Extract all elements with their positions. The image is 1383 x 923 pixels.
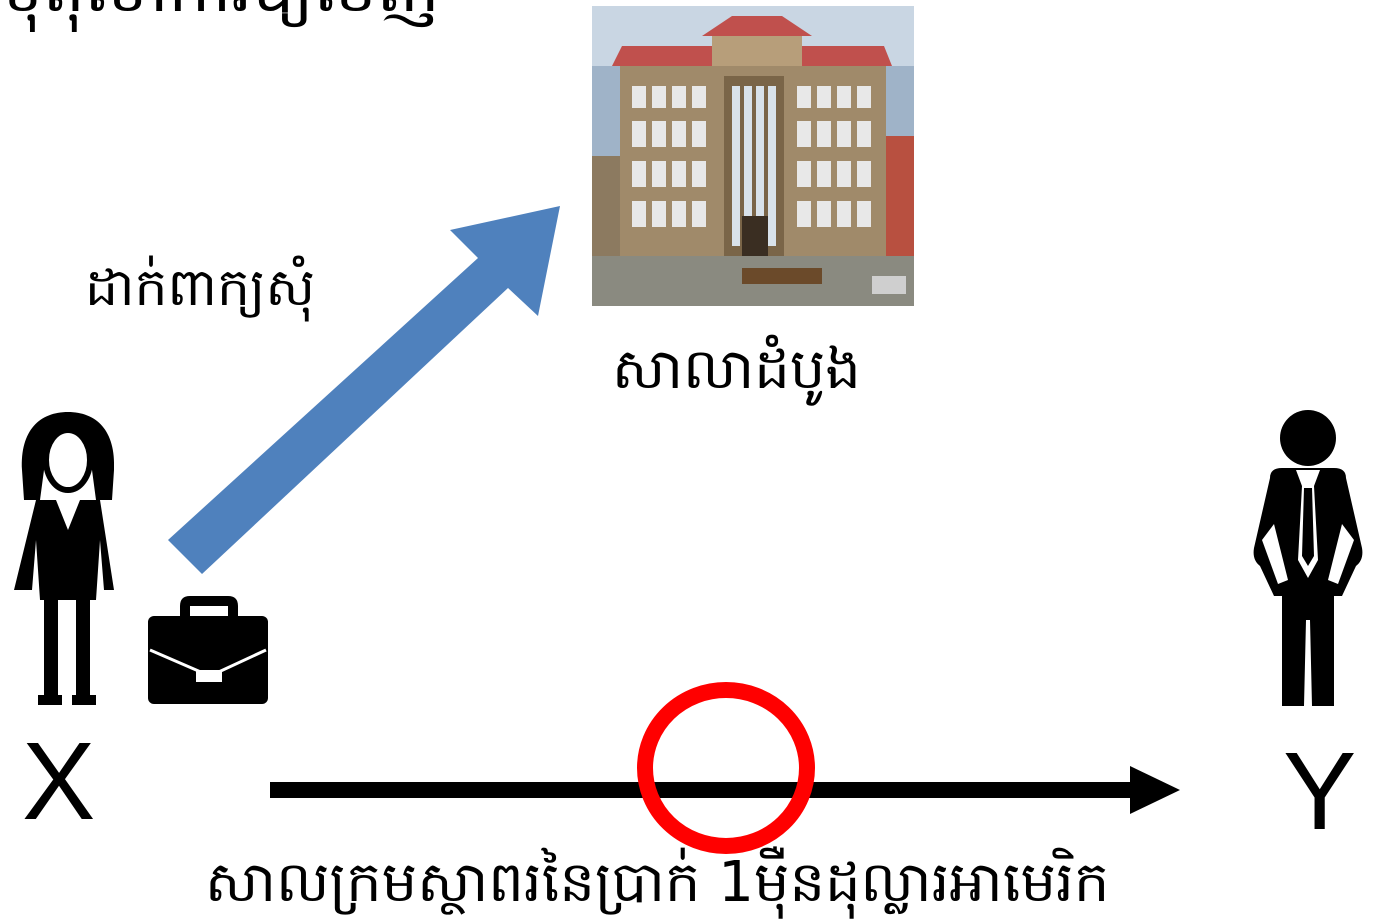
top-text: សុំតុលាការឱ្យចេញ bbox=[0, 0, 440, 22]
judgment-label: សាលក្រមស្ថាពរនៃប្រាក់ 1ម៉ឺនដុល្លារអាមេរិ… bbox=[205, 850, 1110, 915]
party-y-label: Y bbox=[1283, 730, 1357, 853]
woman-icon bbox=[14, 412, 115, 705]
judgment-arrow bbox=[270, 766, 1180, 814]
man-icon bbox=[1253, 410, 1363, 706]
highlight-circle bbox=[637, 682, 815, 854]
party-x-label: X bbox=[22, 720, 96, 843]
apply-arrow bbox=[168, 206, 560, 574]
court-label: សាលាដំបូង bbox=[612, 337, 861, 402]
briefcase-icon bbox=[148, 596, 268, 704]
court-building-image bbox=[592, 6, 914, 306]
apply-label: ដាក់ពាក្យសុំ bbox=[85, 258, 316, 318]
